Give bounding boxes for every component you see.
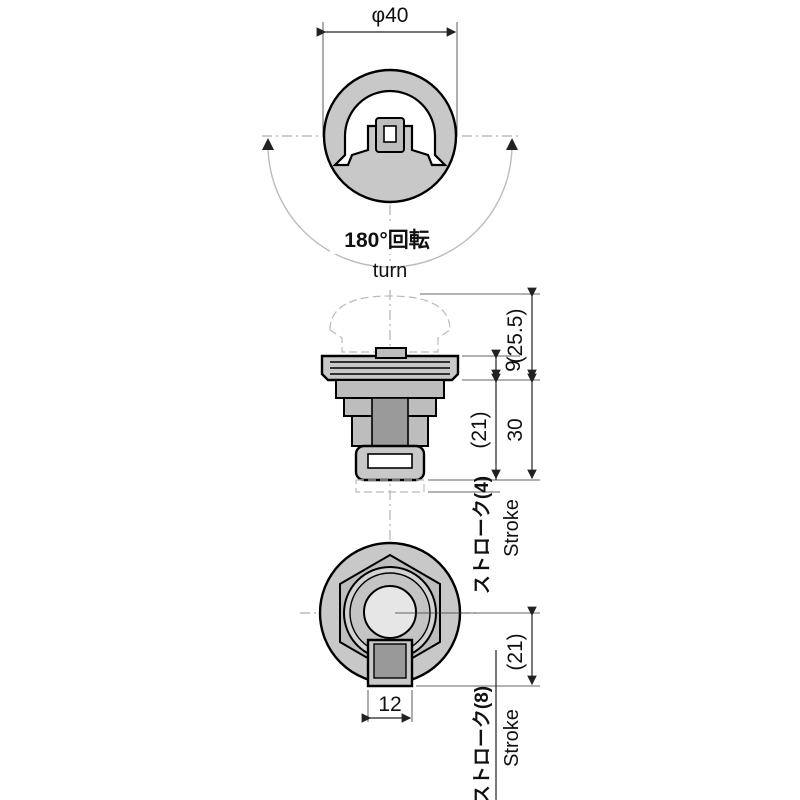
dim-12-label: 12	[378, 693, 401, 716]
ghost-handle	[329, 295, 451, 353]
flange-cap	[375, 347, 407, 359]
cam-ghost	[355, 479, 425, 493]
rotation-arrow-left	[262, 138, 274, 150]
bottom-view: 12 (21) ストローク(8) Stroke	[300, 541, 540, 800]
stroke4-label: ストローク(4)	[471, 476, 493, 594]
top-view: φ40 180°回転 turn	[262, 4, 518, 282]
side-view: 9 (25.5) 30 (21) ストローク(4) Stroke	[320, 287, 540, 594]
rotation-label-bg	[330, 224, 442, 254]
dim-21b-label: (21)	[504, 633, 527, 670]
rotation-arrow-right	[506, 138, 518, 150]
top-key-hole	[383, 125, 397, 143]
diameter-label: φ40	[372, 4, 409, 27]
thread-upper	[335, 379, 445, 399]
dim-30-label: 30	[504, 418, 527, 441]
shaft	[371, 397, 409, 447]
rotation-label-en: turn	[373, 260, 407, 282]
stroke8-label: ストローク(8)	[471, 686, 493, 800]
stroke-en-label-1: Stroke	[501, 499, 523, 557]
cam-slot	[367, 453, 413, 469]
stroke-en-label-2: Stroke	[501, 709, 523, 767]
rotation-label: 180°回転	[344, 228, 429, 252]
shaft-end	[363, 585, 417, 639]
dim-9-label: 9	[502, 360, 525, 372]
dim-25-5-label: (25.5)	[504, 309, 527, 364]
dim-21-label: (21)	[468, 411, 491, 448]
rotation-arc	[267, 144, 513, 268]
